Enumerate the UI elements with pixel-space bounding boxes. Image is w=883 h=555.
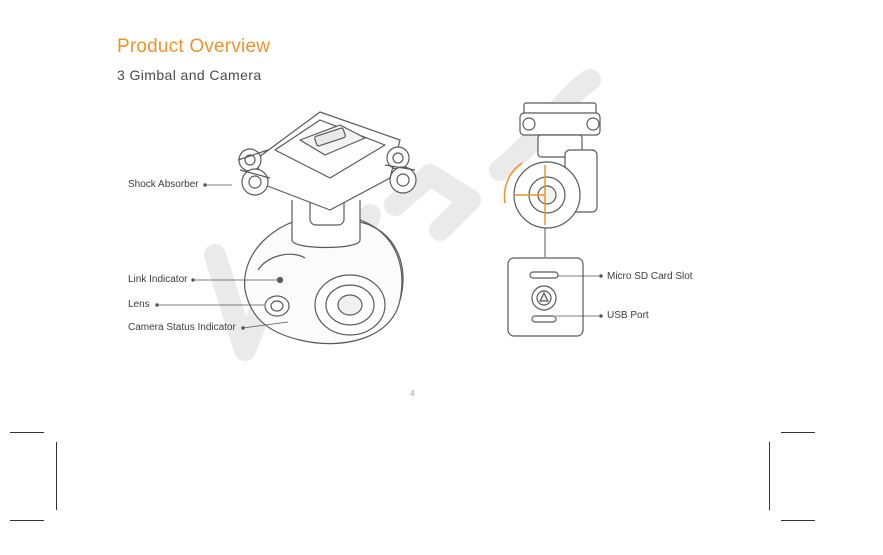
page-number: 4 <box>410 389 415 398</box>
crop-mark-right-vertical <box>769 442 770 510</box>
label-camera-status-indicator: Camera Status Indicator <box>128 322 236 333</box>
crop-mark-left-vertical <box>56 442 57 510</box>
page-subtitle: 3 Gimbal and Camera <box>117 67 262 83</box>
rotation-arrow-icon <box>503 162 546 225</box>
page-title: Product Overview <box>117 36 271 57</box>
shock-absorber-left <box>237 148 271 196</box>
gimbal-side-view <box>513 102 601 229</box>
crop-mark-left-bottom <box>10 520 44 521</box>
crop-mark-left-top <box>10 432 44 433</box>
label-link-indicator: Link Indicator <box>128 274 188 285</box>
label-usb-port: USB Port <box>607 310 649 321</box>
label-micro-sd-card-slot: Micro SD Card Slot <box>607 271 693 282</box>
right-leader-lines <box>556 274 603 318</box>
gimbal-camera-drawing <box>237 111 417 345</box>
port-panel <box>507 257 584 337</box>
label-shock-absorber: Shock Absorber <box>128 179 199 190</box>
crop-mark-right-bottom <box>781 520 815 521</box>
label-lens: Lens <box>128 299 150 310</box>
shock-absorber-right <box>384 146 417 194</box>
crop-mark-right-top <box>781 432 815 433</box>
left-leader-lines <box>155 183 289 330</box>
